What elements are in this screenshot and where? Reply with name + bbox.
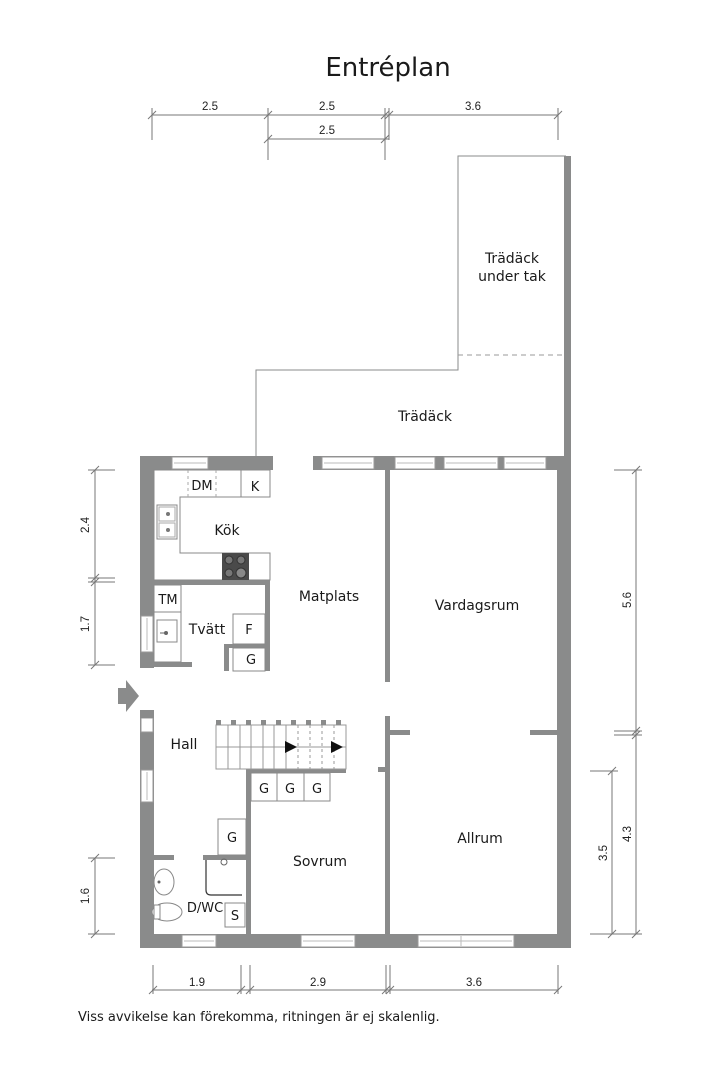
bottom-dimensions: 1.9 2.9 3.6 [148, 965, 563, 995]
label-bath: D/WC [187, 901, 223, 916]
dim-right-3: 3.5 [598, 845, 610, 861]
label-laundry: Tvätt [188, 622, 226, 638]
label-bedroom: Sovrum [293, 854, 347, 870]
bathroom-fixtures [151, 858, 246, 928]
plan-title: Entréplan [325, 53, 450, 83]
disclaimer-note: Viss avvikelse kan förekomma, ritningen … [78, 1010, 440, 1025]
fixture-dishwasher: DM [191, 479, 212, 494]
label-kitchen: Kök [214, 523, 240, 539]
fixture-wardrobe-hall: G [227, 831, 237, 846]
label-deck: Trädäck [397, 409, 453, 425]
dim-right-1: 5.6 [622, 592, 634, 608]
top-dimensions: 2.5 2.5 3.6 2.5 [147, 101, 563, 160]
fixture-storage: S [231, 909, 239, 924]
dim-top-3: 3.6 [465, 101, 481, 113]
dim-left-1: 2.4 [80, 516, 92, 533]
label-deck-covered-1: Trädäck [484, 251, 540, 267]
fixture-wardrobe-bed-3: G [312, 782, 322, 797]
interior-walls [154, 466, 558, 934]
fixture-wardrobe-bed-1: G [259, 782, 269, 797]
deck-outline [255, 155, 571, 457]
staircase [215, 720, 347, 770]
label-deck-covered-2: under tak [478, 269, 547, 285]
dim-left-2: 1.7 [80, 616, 92, 632]
dim-bottom-1: 1.9 [189, 977, 205, 989]
dim-top-2: 2.5 [319, 101, 335, 113]
label-living: Vardagsrum [435, 598, 520, 614]
exterior-walls [140, 456, 571, 948]
label-dining: Matplats [299, 589, 359, 605]
fixture-washer: TM [157, 593, 177, 608]
dim-right-2: 4.3 [622, 826, 634, 842]
stove-icon [222, 553, 249, 580]
toilet-icon [151, 902, 183, 922]
bedroom-wardrobes [217, 772, 331, 856]
entrance-opening [140, 668, 154, 710]
fixture-freezer: F [245, 623, 252, 638]
stair-arrow-icon [331, 741, 343, 753]
dim-top-second: 2.5 [319, 125, 335, 137]
dim-left-3: 1.6 [80, 888, 92, 904]
fixture-wardrobe-bed-2: G [285, 782, 295, 797]
right-dimensions: 5.6 4.3 3.5 [590, 465, 642, 939]
label-family-room: Allrum [457, 831, 503, 847]
left-dimensions: 2.4 1.7 1.6 [80, 465, 115, 939]
kitchen-sink-icon [156, 504, 178, 540]
stair-arrow-icon [285, 741, 297, 753]
dim-bottom-3: 3.6 [466, 977, 482, 989]
fixture-wardrobe-laundry: G [246, 653, 256, 668]
laundry-fixtures [153, 584, 266, 672]
entrance-arrow-icon [118, 680, 139, 712]
shower-icon [205, 860, 242, 896]
fixture-fridge: K [251, 480, 260, 495]
washbasin-icon [153, 868, 175, 896]
windows [140, 456, 547, 948]
dim-bottom-2: 2.9 [310, 977, 326, 989]
dim-top-1: 2.5 [202, 101, 218, 113]
label-hall: Hall [171, 737, 198, 753]
